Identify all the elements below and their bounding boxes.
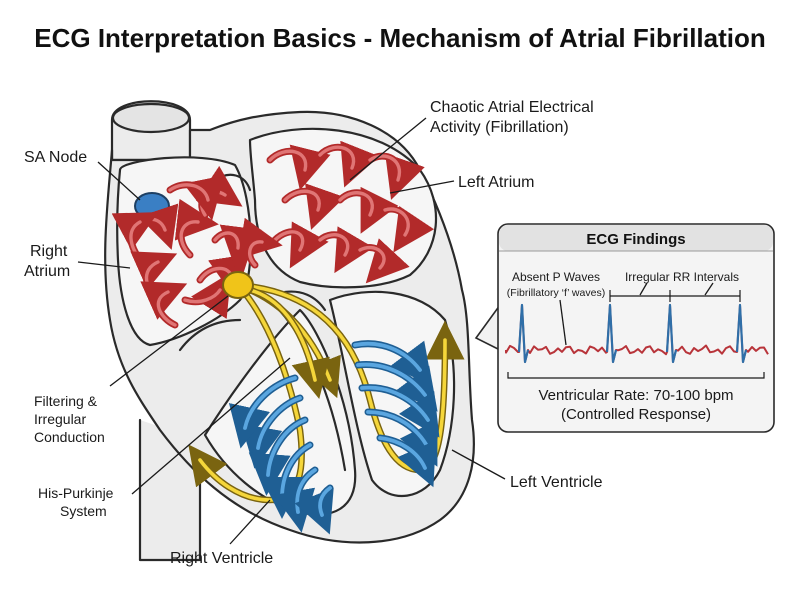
- left-atrium-leader: [389, 180, 455, 194]
- ventricular-depolarization-arcs: [228, 340, 440, 535]
- valve-flap-left: [283, 290, 327, 312]
- chaotic-activity-label-line2: Activity (Fibrillation): [430, 119, 569, 136]
- ventricular-arc-3: [360, 385, 430, 422]
- left-ventricle-label: Left Ventricle: [510, 474, 603, 491]
- sa-node-leader: [97, 161, 141, 201]
- atrial-arrow-12: [318, 145, 356, 170]
- right-atrium-leader: [77, 261, 131, 269]
- ecg-panel-header-bg: [499, 225, 773, 251]
- irregular-rr-label: Irregular RR Intervals: [625, 270, 739, 284]
- chaotic-activity-leader: [349, 117, 427, 181]
- ecg-qrs-complex-2: [605, 303, 618, 364]
- ecg-qrs-complex-3: [665, 303, 678, 364]
- vessel-opening: [111, 102, 191, 134]
- atrial-arrow-13: [368, 154, 402, 182]
- heart-illustration: [104, 100, 475, 562]
- atrial-arrow-19: [358, 245, 386, 270]
- atrial-arrow-7: [168, 183, 210, 202]
- ventricular-arc-5: [378, 436, 427, 470]
- ecg-panel-box: [497, 223, 775, 433]
- rr-leader-1: [639, 282, 648, 296]
- right-ventricle-label: Right Ventricle: [170, 550, 273, 567]
- ecg-findings-panel: ECG Findings Absent P Waves (Fibrillator…: [474, 223, 775, 433]
- atrial-arrow-15: [338, 191, 374, 217]
- controlled-response-label: (Controlled Response): [561, 406, 711, 423]
- atrial-arrow-5: [179, 220, 200, 257]
- rr-leader-2: [704, 282, 714, 296]
- atrial-arrow-14: [283, 189, 321, 212]
- fibrillatory-waves-label: (Fibrillatory ‘f’ waves): [507, 287, 605, 299]
- valve-flap-right: [178, 318, 242, 352]
- right-atrium-label-line2: Atrium: [24, 263, 70, 280]
- chaotic-activity-label-group: Chaotic Atrial Electrical Activity (Fibr…: [349, 99, 594, 181]
- right-atrium-label-line1: Right: [30, 243, 68, 260]
- ventricular-arc-7: [266, 418, 307, 477]
- av-node-leader: [109, 295, 229, 387]
- av-node-label-group: Filtering & Irregular Conduction: [34, 295, 229, 445]
- his-purkinje-label-line1: His-Purkinje: [38, 485, 114, 501]
- atrial-arrow-18: [318, 233, 350, 257]
- his-purkinje-label-line2: System: [60, 503, 107, 519]
- ecg-fibrillatory-baseline: [505, 304, 769, 363]
- absent-p-leader: [559, 299, 567, 346]
- atrial-arrow-10: [183, 288, 222, 304]
- av-node-label-line3: Irregular: [34, 411, 86, 427]
- atrial-arrow-11: [268, 149, 308, 172]
- left-atrium-label: Left Atrium: [458, 174, 534, 191]
- sa-node-label: SA Node: [24, 149, 87, 166]
- conduction-path-4: [248, 288, 317, 382]
- ventricular-arc-11: [318, 486, 332, 517]
- atrial-arrow-20: [247, 240, 264, 267]
- av-node: [222, 271, 254, 299]
- absent-p-waves-label: Absent P Waves: [512, 270, 600, 284]
- left-atrium-label-group: Left Atrium: [389, 174, 534, 194]
- left-ventricle-label-group: Left Ventricle: [451, 449, 603, 491]
- his-purkinje-leader: [131, 357, 291, 495]
- ventricular-arc-2: [356, 362, 427, 397]
- atrial-arrow-16: [383, 207, 410, 237]
- chaotic-activity-label-line1: Chaotic Atrial Electrical: [430, 99, 594, 116]
- ventricular-arc-1: [353, 341, 422, 372]
- ecg-trace: [505, 303, 769, 364]
- sa-node-label-group: SA Node: [24, 149, 141, 201]
- av-node-label-line4: Conduction: [34, 429, 105, 445]
- sa-node: [134, 192, 170, 220]
- ecg-panel-heading: ECG Findings: [586, 231, 685, 248]
- av-node-label-line2: Filtering &: [34, 393, 98, 409]
- right-atrium-label-group: Right Atrium: [24, 243, 131, 280]
- ventricular-rate-label: Ventricular Rate: 70-100 bpm: [538, 387, 733, 404]
- ecg-qrs-complex-4: [735, 303, 748, 364]
- ecg-qrs-complex-1: [517, 303, 530, 364]
- ecg-panel-pointer: [474, 304, 501, 351]
- atrial-arrow-4: [156, 290, 177, 327]
- ecg-trace-bracket: [507, 372, 765, 379]
- right-ventricle-leader: [229, 499, 271, 545]
- his-purkinje-label-group: His-Purkinje System: [38, 357, 291, 519]
- right-ventricle-label-group: Right Ventricle: [170, 499, 273, 567]
- diagram-title: ECG Interpretation Basics - Mechanism of…: [34, 23, 766, 53]
- conduction-path-3: [198, 283, 304, 502]
- ventricular-arc-10: [243, 376, 297, 430]
- left-ventricle-leader: [451, 449, 506, 480]
